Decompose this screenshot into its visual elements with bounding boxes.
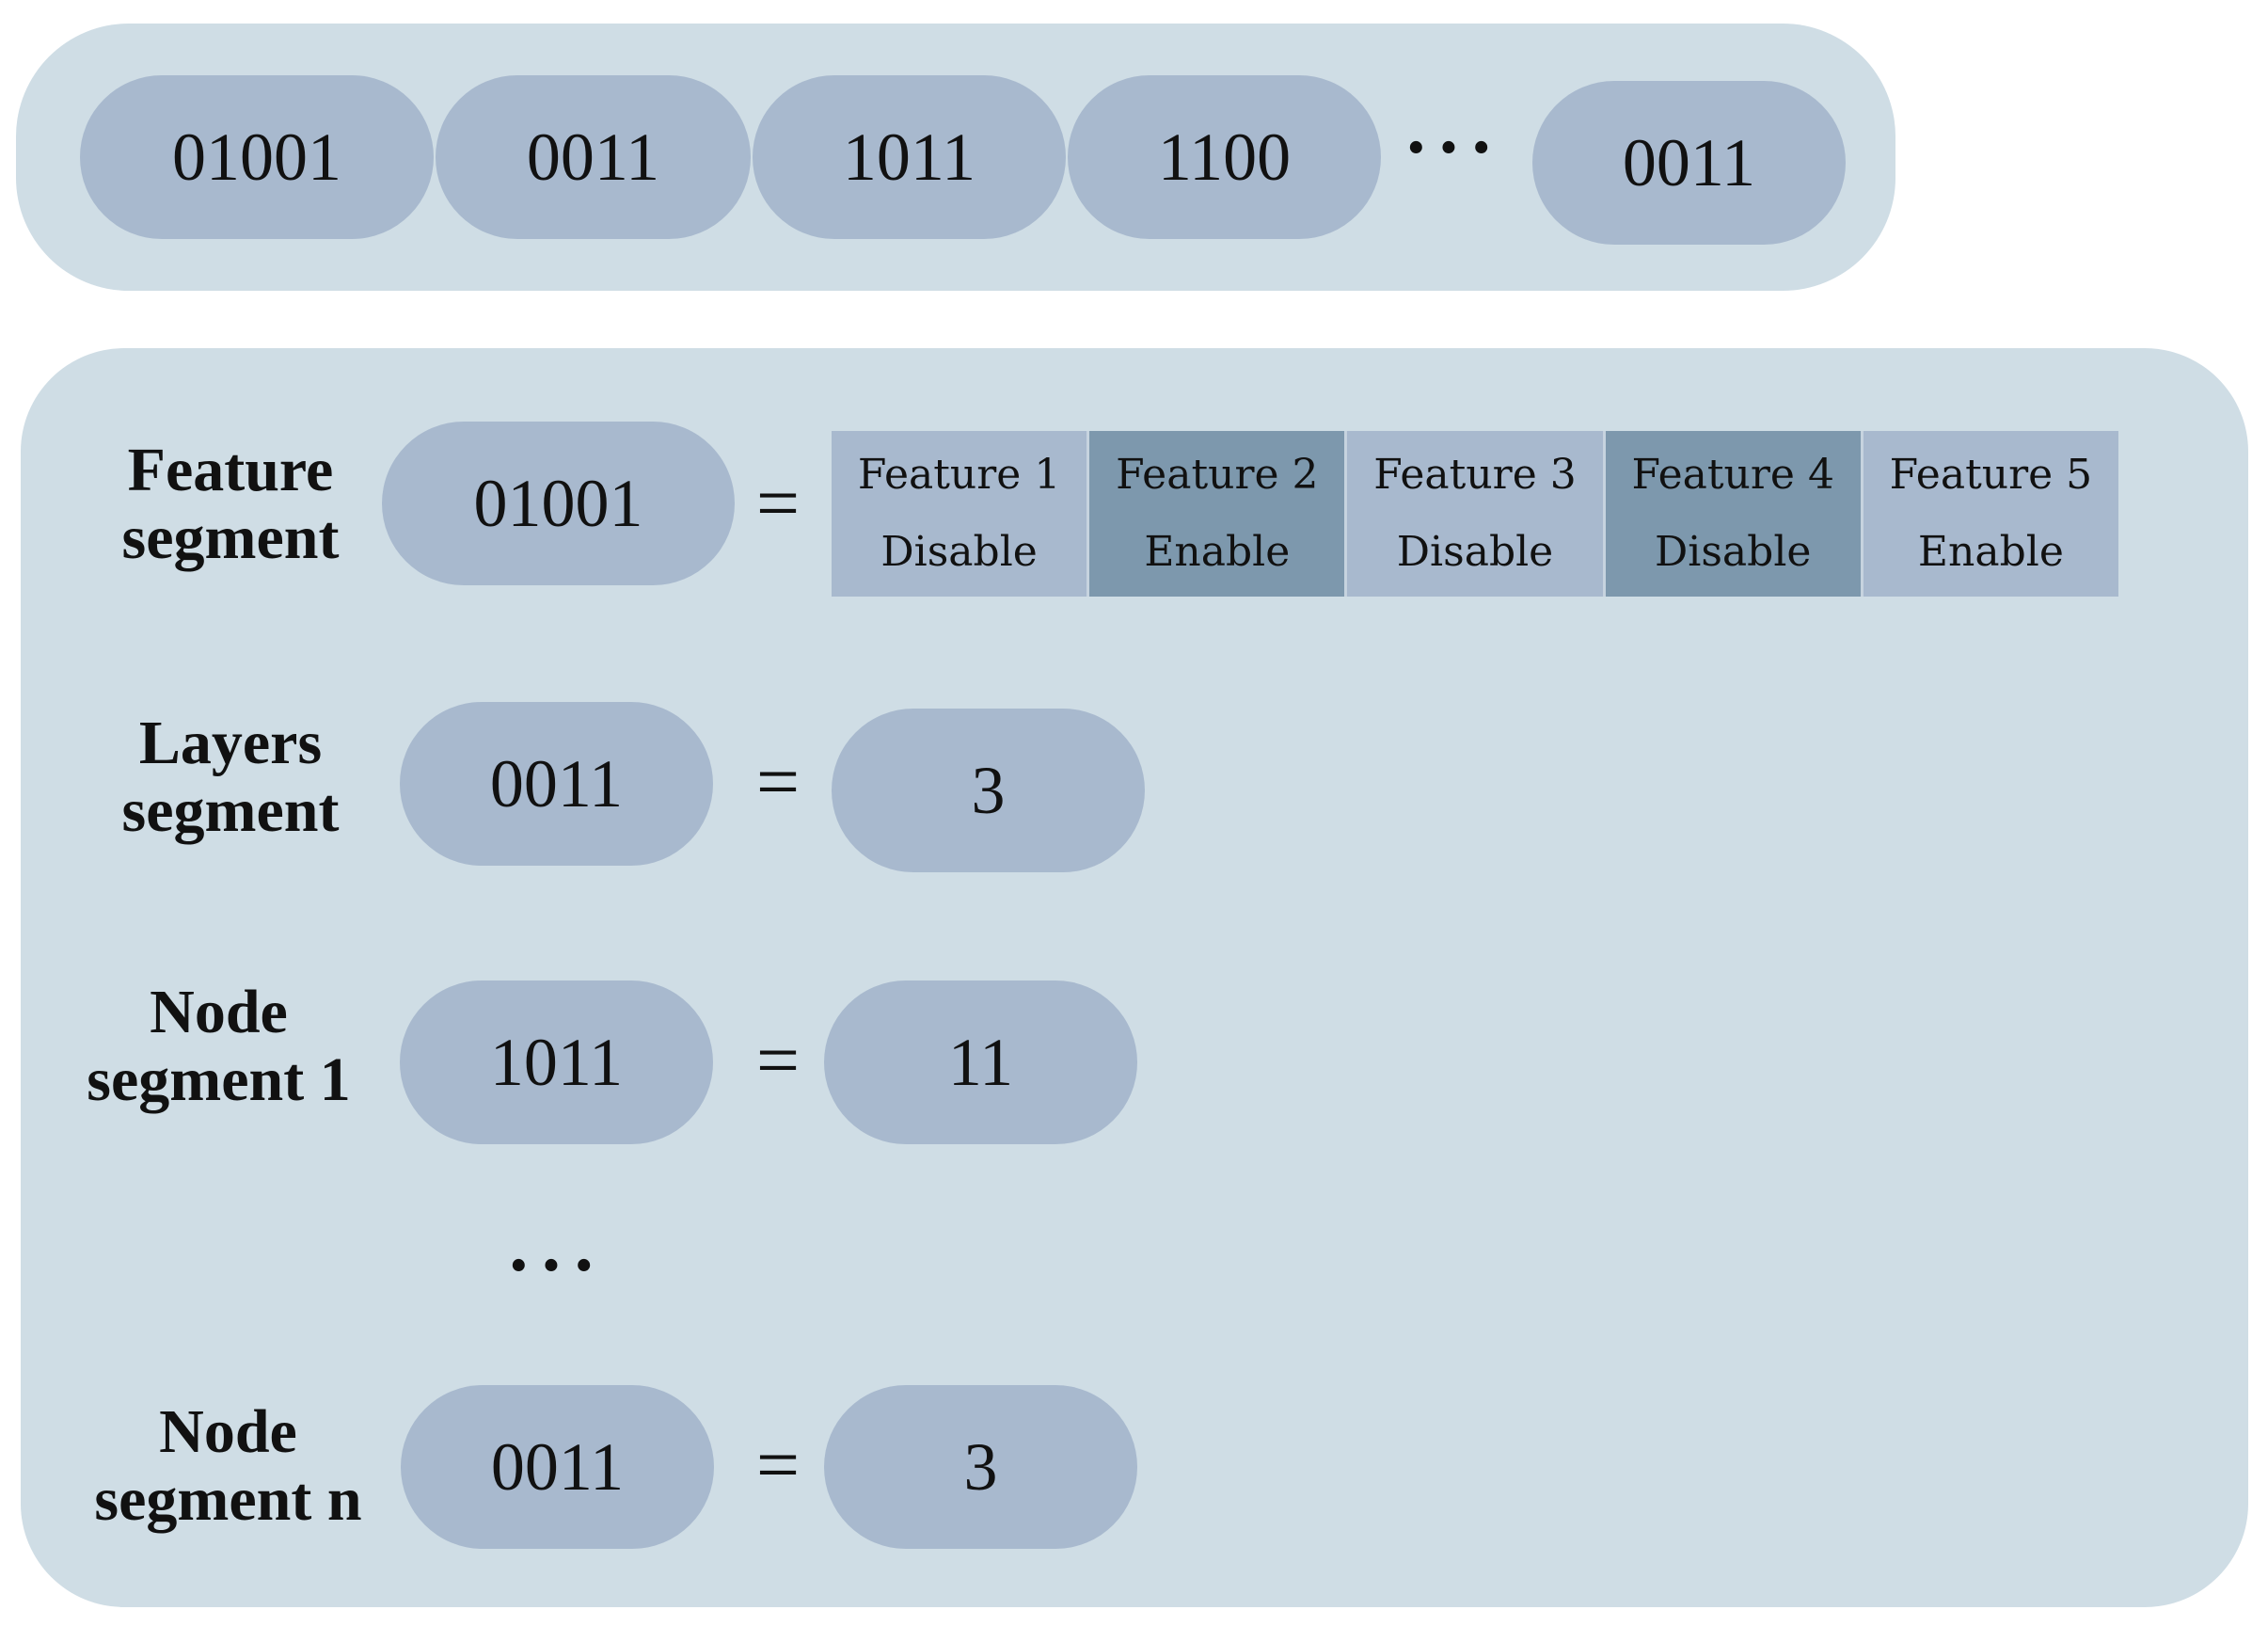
feature-name: Feature 5 <box>1889 451 2093 499</box>
node-segment-1-label: Node segment 1 <box>56 979 381 1114</box>
label-line-2: segment <box>121 776 340 845</box>
feature-cell-3: Feature 3 Disable <box>1347 431 1606 597</box>
sequence-ellipsis: ··· <box>1404 106 1502 189</box>
feature-cell-5: Feature 5 Enable <box>1863 431 2119 597</box>
label-line-1: Node <box>150 978 288 1046</box>
sequence-segment-3: 1011 <box>753 75 1066 239</box>
label-line-1: Feature <box>127 436 334 504</box>
sequence-segment-4: 1100 <box>1068 75 1381 239</box>
feature-state: Disable <box>1654 528 1812 576</box>
layers-segment-code: 0011 <box>400 702 713 866</box>
node-segment-n-value: 3 <box>824 1385 1137 1549</box>
equals-sign: = <box>755 739 801 824</box>
feature-cell-4: Feature 4 Disable <box>1605 431 1864 597</box>
feature-name: Feature 2 <box>1116 451 1319 499</box>
label-line-1: Layers <box>138 709 323 777</box>
equals-sign: = <box>755 460 801 546</box>
node-segment-1-value: 11 <box>824 980 1137 1144</box>
feature-cell-1: Feature 1 Disable <box>832 431 1090 597</box>
node-segment-n-code: 0011 <box>401 1385 714 1549</box>
feature-segment-label: Feature segment <box>94 437 367 572</box>
feature-state: Disable <box>880 528 1038 576</box>
label-line-2: segment <box>121 503 340 572</box>
feature-name: Feature 4 <box>1631 451 1834 499</box>
feature-segment-code: 01001 <box>382 422 735 585</box>
label-line-1: Node <box>159 1397 297 1466</box>
feature-cell-2: Feature 2 Enable <box>1089 431 1348 597</box>
feature-state: Enable <box>1144 528 1291 576</box>
feature-state: Disable <box>1396 528 1554 576</box>
feature-state: Enable <box>1917 528 2064 576</box>
label-line-2: segment n <box>94 1465 362 1534</box>
sequence-segment-2: 0011 <box>436 75 751 239</box>
feature-table: Feature 1 Disable Feature 2 Enable Featu… <box>832 431 2119 597</box>
equals-sign: = <box>755 1422 801 1507</box>
segments-ellipsis: ··· <box>506 1224 605 1307</box>
feature-name: Feature 1 <box>857 451 1061 499</box>
equals-sign: = <box>755 1017 801 1103</box>
node-segment-n-label: Node segment n <box>66 1398 390 1534</box>
layers-segment-label: Layers segment <box>94 709 367 845</box>
layers-segment-value: 3 <box>832 709 1145 872</box>
label-line-2: segment 1 <box>87 1045 351 1114</box>
sequence-segment-last: 0011 <box>1532 81 1846 245</box>
node-segment-1-code: 1011 <box>400 980 713 1144</box>
feature-name: Feature 3 <box>1373 451 1577 499</box>
sequence-segment-1: 01001 <box>80 75 434 239</box>
